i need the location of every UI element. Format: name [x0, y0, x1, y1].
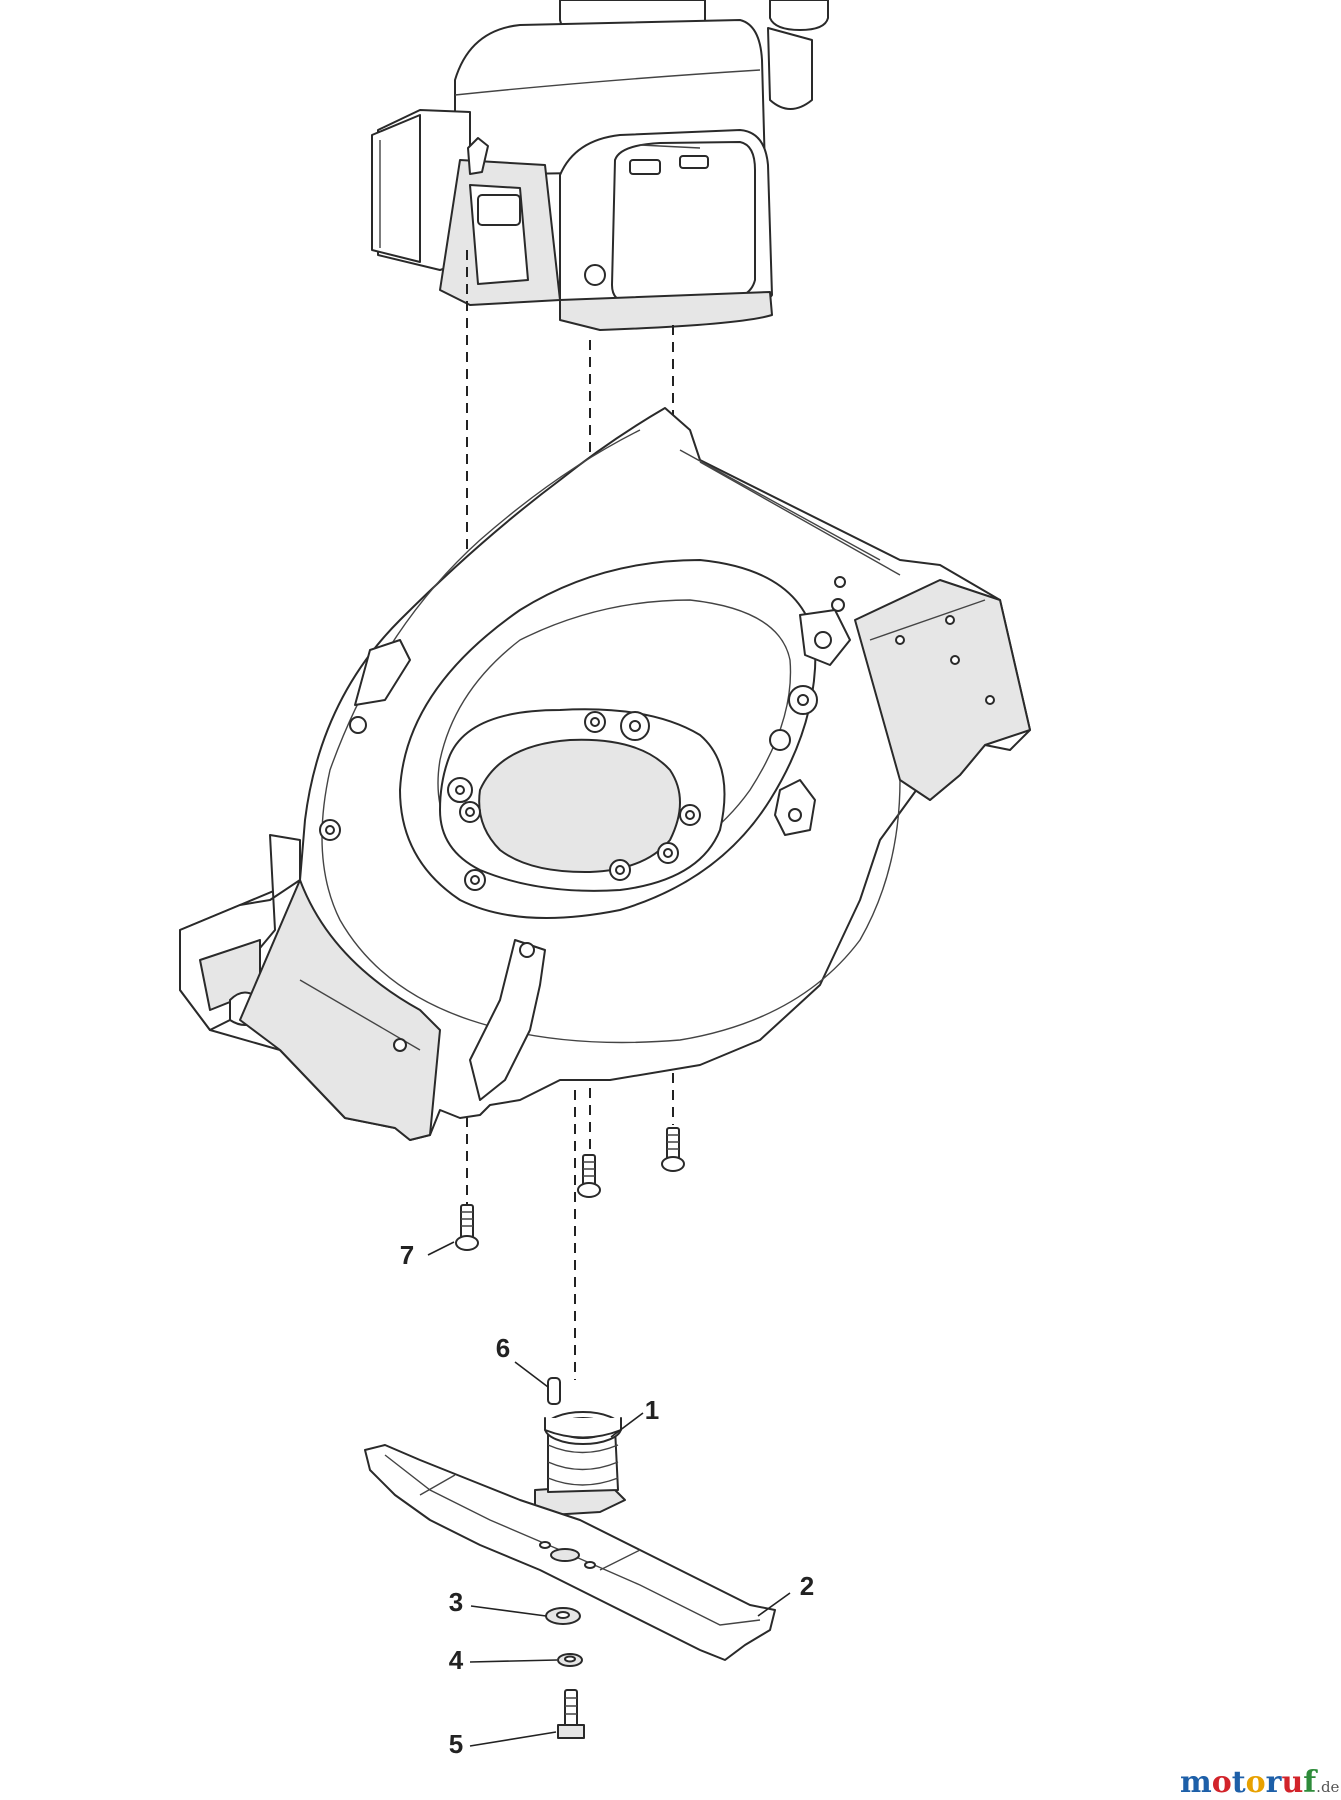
blade-washer-large: [545, 1607, 581, 1625]
callout-2: 2: [757, 1571, 814, 1617]
callout-1: 1: [610, 1395, 659, 1438]
engine: [371, 0, 829, 331]
wm-letter: t: [1232, 1765, 1246, 1800]
callout-5: 5: [449, 1729, 557, 1759]
blade-washer-small: [557, 1653, 583, 1667]
mower-deck: [179, 407, 1031, 1141]
callout-6: 6: [496, 1333, 549, 1388]
wm-suffix: .de: [1316, 1778, 1339, 1796]
callout-4: 4: [449, 1645, 558, 1675]
wm-letter: m: [1180, 1765, 1212, 1800]
callout-7: 7: [400, 1240, 455, 1270]
woodruff-key: [547, 1377, 561, 1405]
blade-adapter: [534, 1411, 626, 1516]
wm-letter: o: [1246, 1765, 1266, 1800]
engine-bolt-rear-right: [661, 1127, 685, 1172]
svg-text:1: 1: [645, 1395, 659, 1425]
engine-bolt-front-left: [455, 1204, 479, 1251]
svg-text:5: 5: [449, 1729, 463, 1759]
svg-text:7: 7: [400, 1240, 414, 1270]
wm-letter: o: [1212, 1765, 1232, 1800]
svg-text:motoruf.de: motoruf.de: [1180, 1765, 1340, 1800]
blade-bolt: [557, 1689, 585, 1739]
wm-letter: f: [1303, 1765, 1318, 1800]
svg-text:6: 6: [496, 1333, 510, 1363]
wm-letter: u: [1281, 1765, 1303, 1800]
svg-text:4: 4: [449, 1645, 464, 1675]
engine-bolt-rear-center: [577, 1154, 601, 1198]
wm-letter: r: [1266, 1765, 1283, 1800]
callout-3: 3: [449, 1587, 547, 1617]
svg-text:3: 3: [449, 1587, 463, 1617]
svg-text:2: 2: [800, 1571, 814, 1601]
motoruf-watermark-logo: motoruf.de: [1180, 1765, 1340, 1800]
mower-blade: [364, 1444, 776, 1661]
